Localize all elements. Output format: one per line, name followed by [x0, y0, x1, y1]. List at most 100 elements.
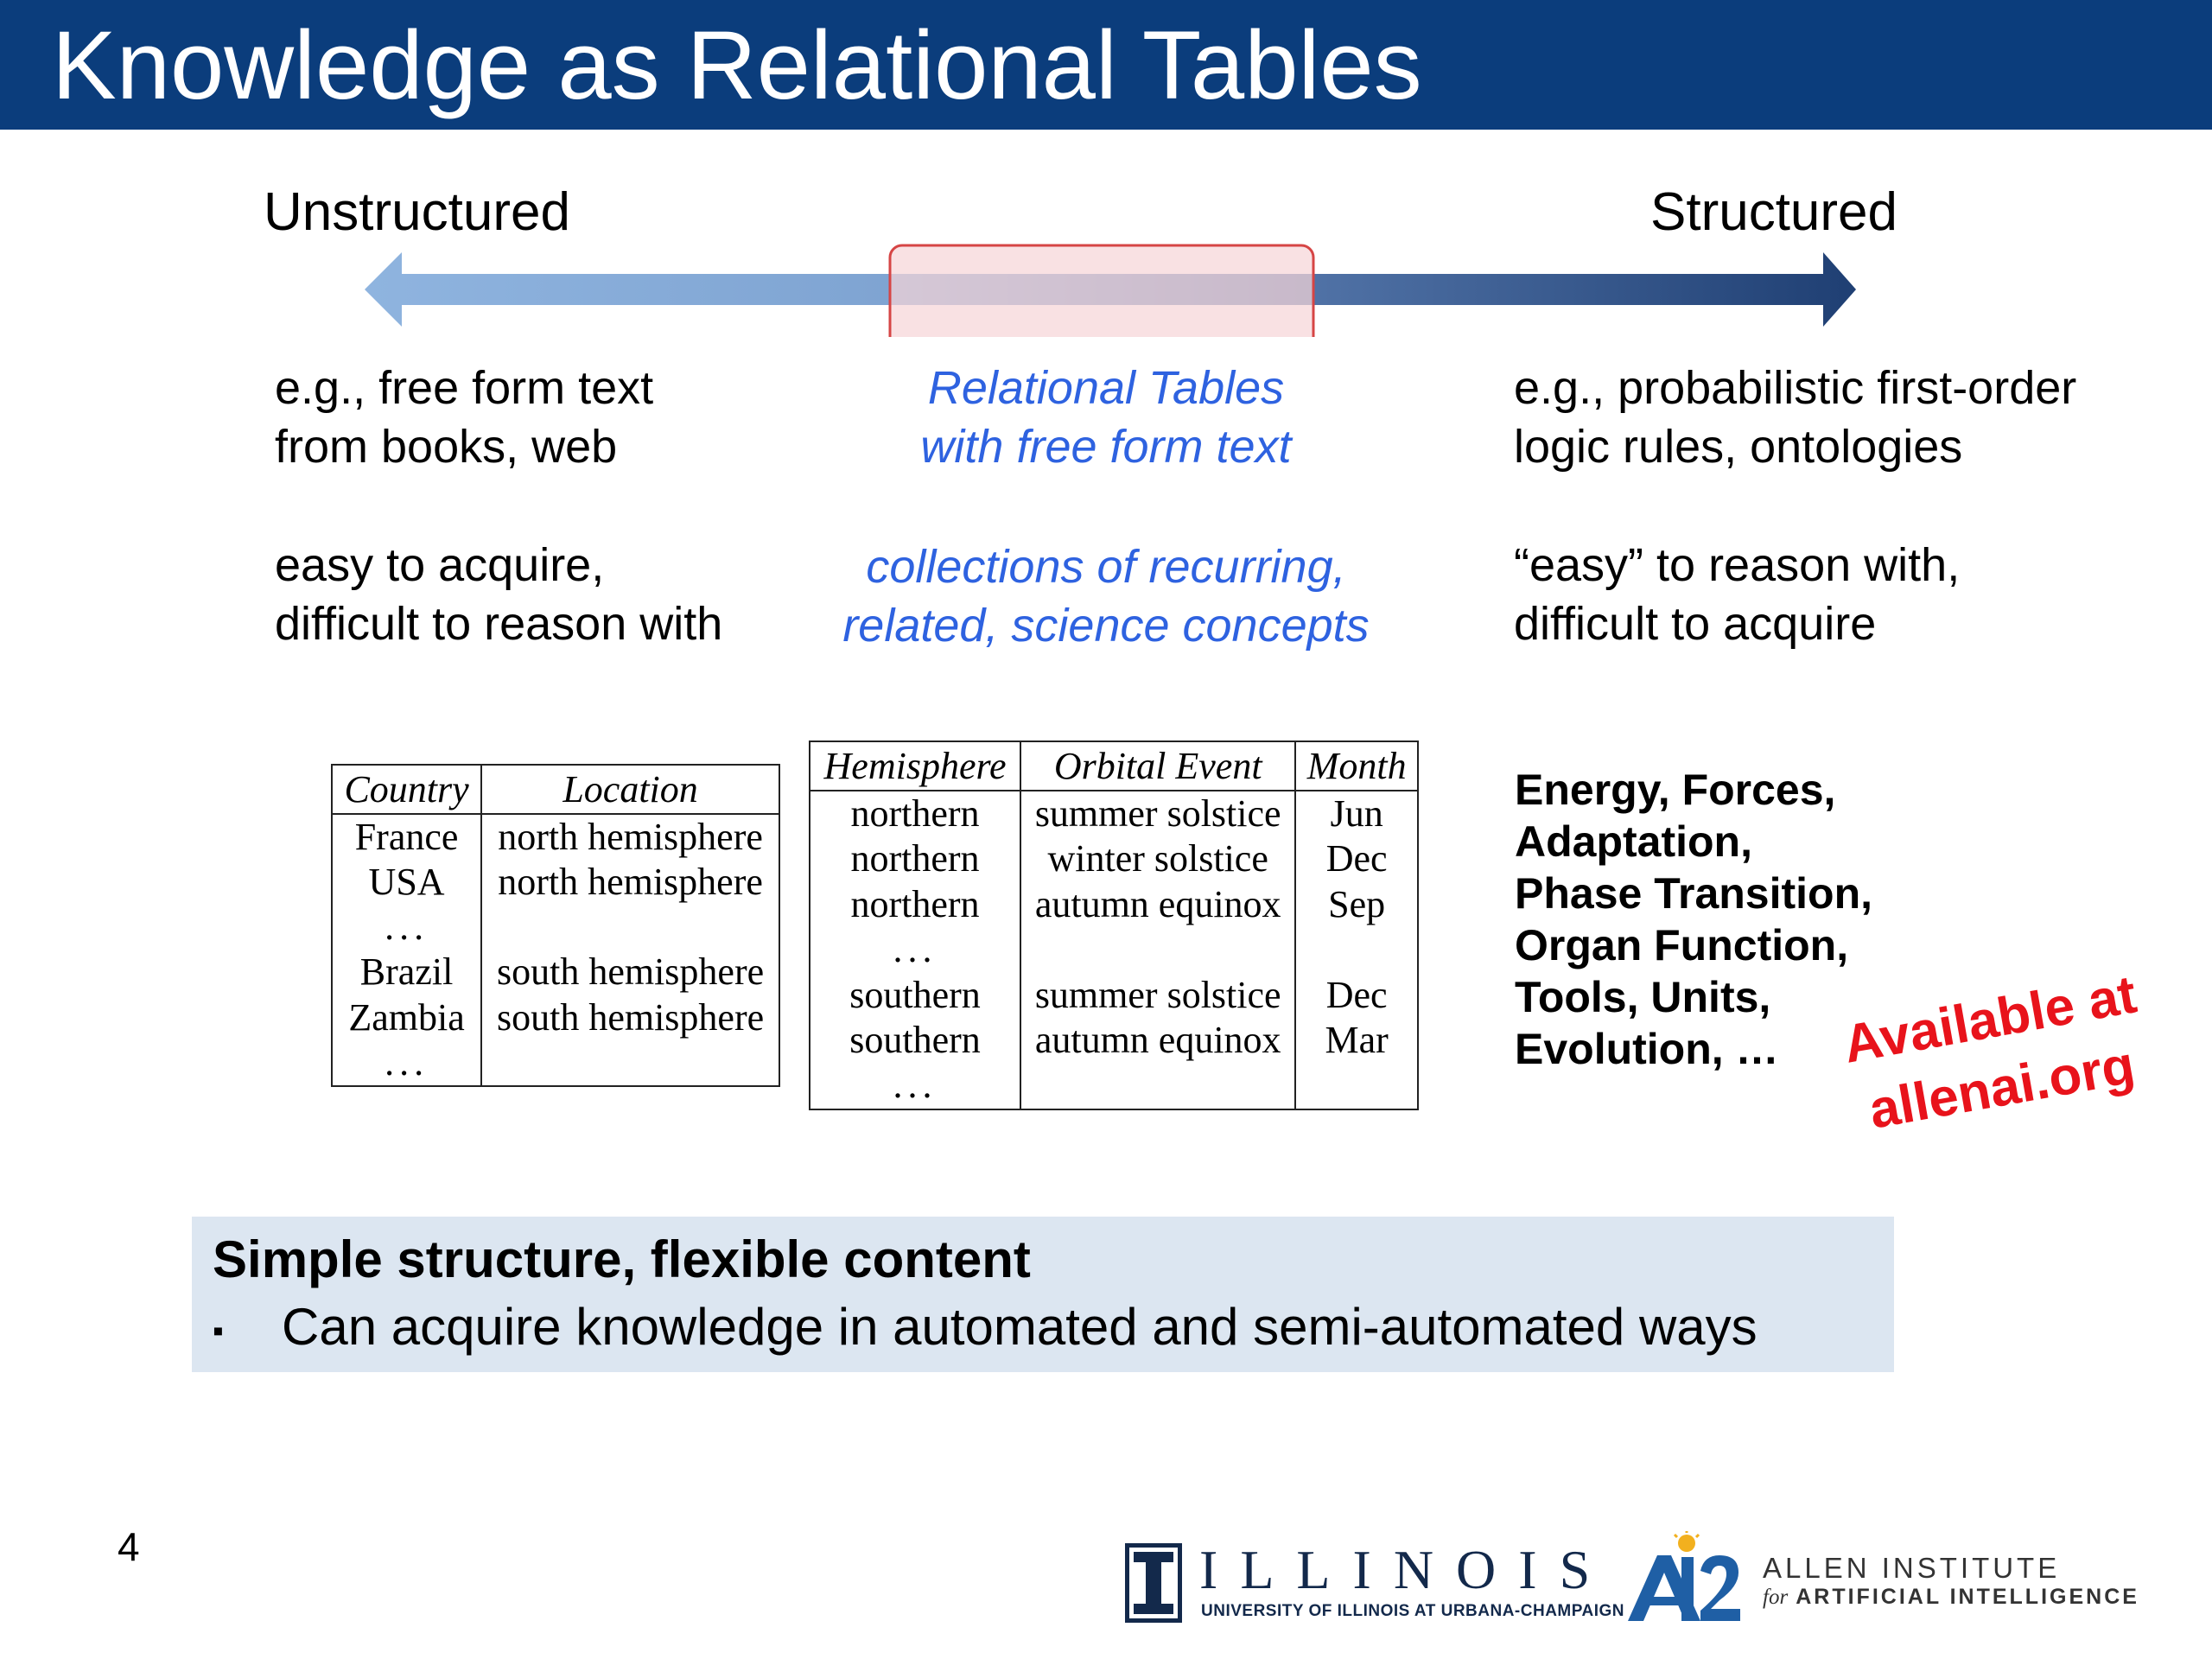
ai2-logo-icon	[1628, 1531, 1740, 1621]
table-cell: Jun	[1294, 791, 1418, 837]
left-example-line2: from books, web	[275, 421, 618, 473]
table-cell: summer solstice	[1020, 791, 1296, 837]
illinois-logo-icon	[1125, 1543, 1182, 1623]
table-cell: south hemisphere	[480, 995, 779, 1040]
table-cell: southern	[849, 1019, 981, 1062]
ai2-name-line2: for ARTIFICIAL INTELLIGENCE	[1763, 1585, 2139, 1610]
table-cell: summer solstice	[1020, 972, 1296, 1019]
table-cell	[1020, 927, 1296, 973]
table-row: USA north hemisphere	[332, 860, 779, 906]
table-header-cell: Orbital Event	[1020, 741, 1296, 791]
table-row: Brazil south hemisphere	[332, 950, 779, 995]
right-example-line1: e.g., probabilistic first-order	[1514, 362, 2077, 414]
table-cell	[480, 905, 779, 950]
unstructured-label: Unstructured	[264, 182, 570, 242]
right-tradeoff-line2: difficult to acquire	[1514, 598, 1877, 650]
ai2-name-line2-text: ARTIFICIAL INTELLIGENCE	[1796, 1585, 2139, 1609]
center-tradeoff-line2: related, science concepts	[842, 600, 1370, 652]
topic-item: Adaptation,	[1515, 817, 1752, 866]
table-row: northern autumn equinox Sep	[810, 881, 1418, 928]
table-cell: north hemisphere	[480, 814, 779, 861]
table-cell: ...	[893, 1064, 938, 1107]
right-example: e.g., probabilistic first-order logic ru…	[1514, 359, 2076, 476]
center-tradeoff: collections of recurring, related, scien…	[760, 537, 1452, 655]
left-example: e.g., free form text from books, web	[275, 359, 653, 476]
table-row: ...	[332, 1039, 779, 1086]
summary-heading: Simple structure, flexible content	[213, 1230, 1031, 1288]
table-cell: autumn equinox	[1020, 881, 1296, 928]
table-header-row: Hemisphere Orbital Event Month	[810, 741, 1418, 791]
table-cell: northern	[850, 882, 980, 925]
table-header-cell: Country	[332, 765, 482, 815]
summary-box	[192, 1217, 1894, 1372]
table-cell: northern	[850, 792, 980, 835]
center-example-line1: Relational Tables	[927, 362, 1285, 414]
table-cell: ...	[385, 906, 429, 949]
ai2-for-word: for	[1763, 1586, 1789, 1609]
table-cell	[480, 1039, 779, 1086]
table-row: Zambia south hemisphere	[332, 995, 779, 1040]
left-tradeoff: easy to acquire, difficult to reason wit…	[275, 536, 722, 653]
table-cell: Mar	[1294, 1018, 1418, 1064]
table-cell	[1020, 1063, 1296, 1109]
table-cell: Dec	[1294, 836, 1418, 882]
left-tradeoff-line1: easy to acquire,	[275, 539, 605, 591]
table-cell: northern	[850, 837, 980, 880]
table-header-row: Country Location	[332, 765, 779, 815]
table-cell: USA	[368, 861, 445, 904]
topics-list: Energy, Forces, Adaptation, Phase Transi…	[1515, 764, 1872, 1075]
table-cell: Brazil	[359, 950, 454, 994]
ai2-name-line1: ALLEN INSTITUTE	[1763, 1552, 2061, 1584]
table-header-cell: Hemisphere	[810, 741, 1021, 791]
table-header-cell: Location	[480, 765, 779, 815]
hemisphere-orbital-event-table: Hemisphere Orbital Event Month northern …	[809, 741, 1419, 1110]
bullet-square-icon: ▪	[213, 1313, 224, 1349]
right-tradeoff: “easy” to reason with, difficult to acqu…	[1514, 536, 1960, 653]
right-example-line2: logic rules, ontologies	[1514, 421, 1963, 473]
table-cell	[1294, 1063, 1418, 1109]
table-cell	[1294, 927, 1418, 973]
table-cell: Zambia	[348, 995, 465, 1039]
table-cell: Sep	[1294, 881, 1418, 928]
left-tradeoff-line2: difficult to reason with	[275, 598, 723, 650]
spectrum-arrow	[365, 244, 1856, 337]
table-cell: north hemisphere	[480, 860, 779, 906]
table-row: southern autumn equinox Mar	[810, 1018, 1418, 1064]
table-row: ...	[810, 1063, 1418, 1109]
page-number: 4	[118, 1524, 140, 1569]
table-row: ...	[332, 905, 779, 950]
topic-item: Tools, Units,	[1515, 973, 1771, 1021]
summary-bullet: ▪ Can acquire knowledge in automated and …	[213, 1296, 1758, 1362]
table-cell: Dec	[1294, 972, 1418, 1019]
illinois-subtitle: UNIVERSITY OF ILLINOIS AT URBANA-CHAMPAI…	[1201, 1602, 1625, 1620]
topic-item: Organ Function,	[1515, 921, 1849, 969]
left-example-line1: e.g., free form text	[275, 362, 654, 414]
right-tradeoff-line1: “easy” to reason with,	[1514, 539, 1961, 591]
table-row: southern summer solstice Dec	[810, 972, 1418, 1019]
slide-title: Knowledge as Relational Tables	[52, 11, 1422, 119]
table-cell: ...	[893, 928, 938, 971]
table-row: northern summer solstice Jun	[810, 791, 1418, 837]
center-example: Relational Tables with free form text	[760, 359, 1452, 476]
table-cell: south hemisphere	[480, 950, 779, 995]
structured-label: Structured	[1650, 182, 1898, 242]
table-header-cell: Month	[1294, 741, 1418, 791]
table-row: northern winter solstice Dec	[810, 836, 1418, 882]
illinois-wordmark: ILLINOIS	[1199, 1539, 1613, 1600]
country-location-table: Country Location France north hemisphere…	[331, 764, 780, 1087]
highlight-box	[888, 244, 1315, 337]
topic-item: Phase Transition,	[1515, 869, 1873, 918]
table-cell: winter solstice	[1020, 836, 1296, 882]
table-row: France north hemisphere	[332, 814, 779, 861]
title-bar	[0, 0, 2212, 130]
summary-bullet-text: Can acquire knowledge in automated and s…	[282, 1298, 1758, 1356]
availability-note: Available at allenai.org	[1822, 957, 2170, 1151]
center-example-line2: with free form text	[920, 421, 1292, 473]
table-cell: France	[354, 816, 459, 858]
table-row: ...	[810, 927, 1418, 973]
topic-item: Evolution, …	[1515, 1025, 1779, 1073]
center-tradeoff-line1: collections of recurring,	[866, 541, 1346, 593]
table-cell: ...	[385, 1040, 429, 1084]
topic-item: Energy, Forces,	[1515, 766, 1836, 814]
table-cell: southern	[849, 973, 981, 1016]
